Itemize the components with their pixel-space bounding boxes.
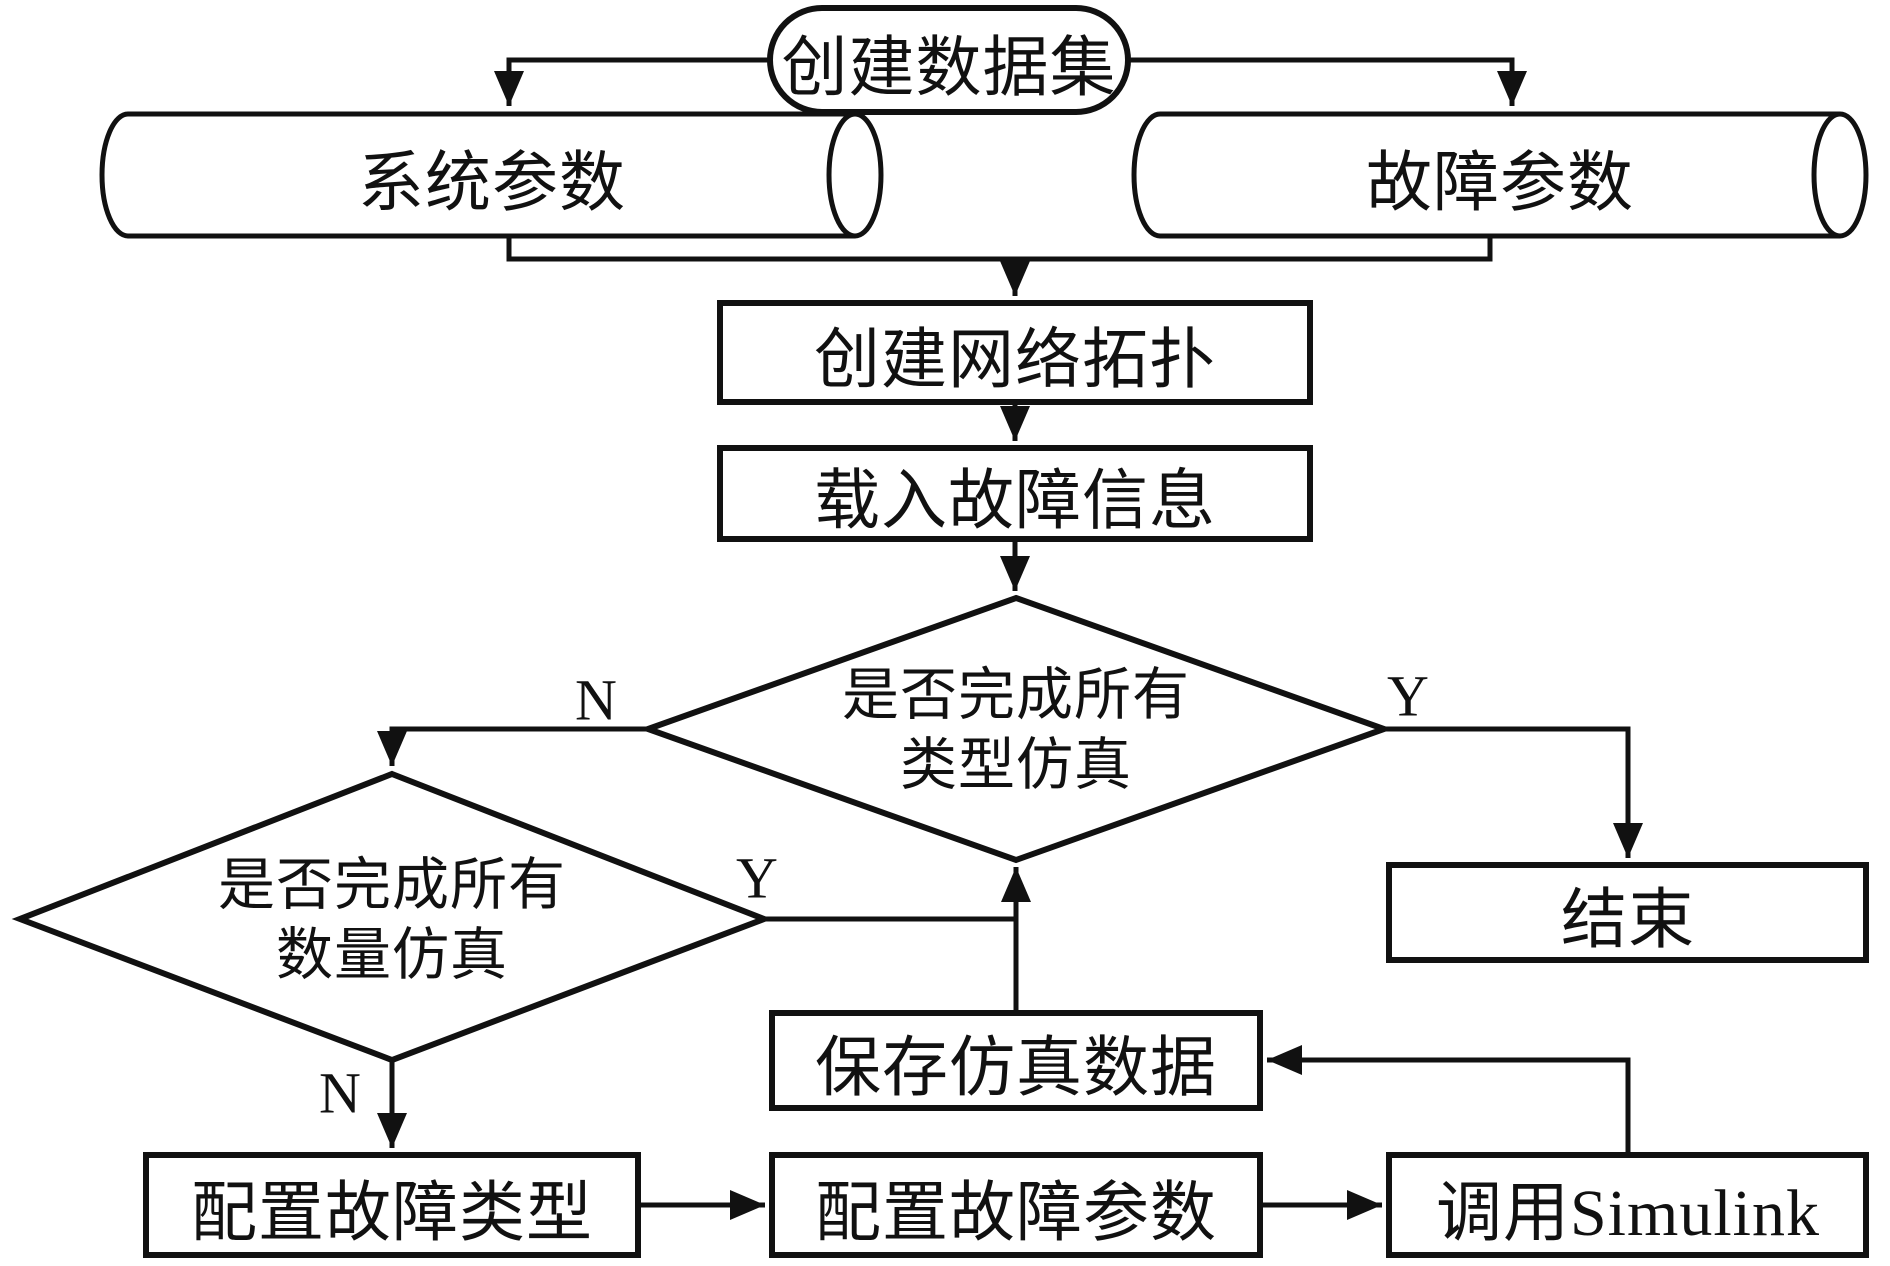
edge-dataset-to-system-params: [494, 57, 770, 106]
edge-params-merge-line: [506, 236, 1493, 262]
branch-label-counts-yes: Y: [736, 845, 778, 911]
process-call-simulink-label: 调用Simulink: [1435, 1177, 1821, 1250]
edge-dataset-to-fault-params: [1128, 57, 1527, 106]
branch-label-counts-no: N: [319, 1060, 361, 1126]
process-end-shape: [1386, 862, 1869, 963]
cylinder-system-params-rim: [826, 111, 856, 239]
terminator-create-dataset-label: 创建数据集: [781, 32, 1117, 105]
branch-label-types-no: N: [575, 667, 617, 733]
edge-types-yes-to-end: [1384, 726, 1643, 858]
decision-all-counts-label: 是否完成所有 数量仿真: [218, 851, 566, 991]
process-load-fault-info-label: 载入故障信息: [814, 465, 1216, 538]
decision-all-types-line2: 类型仿真: [900, 734, 1132, 797]
decision-all-counts-line2: 数量仿真: [276, 924, 508, 987]
process-save-sim-data-label: 保存仿真数据: [815, 1032, 1217, 1105]
process-config-fault-params-label: 配置故障参数: [815, 1177, 1217, 1250]
decision-all-types-line1: 是否完成所有: [842, 664, 1190, 727]
branch-label-types-yes: Y: [1387, 663, 1429, 729]
cylinder-fault-params-rim: [1811, 111, 1841, 239]
process-config-fault-type-label: 配置故障类型: [191, 1177, 593, 1250]
decision-all-types-label: 是否完成所有 类型仿真: [842, 661, 1190, 801]
edge-simulink-to-save: [1267, 1045, 1631, 1155]
cylinder-system-params-label: 系统参数: [358, 147, 626, 220]
cylinder-fault-params-label: 故障参数: [1366, 147, 1634, 220]
process-end-label: 结束: [1561, 884, 1695, 957]
decision-all-counts-line1: 是否完成所有: [218, 854, 566, 917]
edge-types-no-to-counts-decision: [377, 726, 648, 766]
decision-all-types-shape: [639, 594, 1393, 864]
process-create-topology-label: 创建网络拓扑: [814, 324, 1216, 397]
